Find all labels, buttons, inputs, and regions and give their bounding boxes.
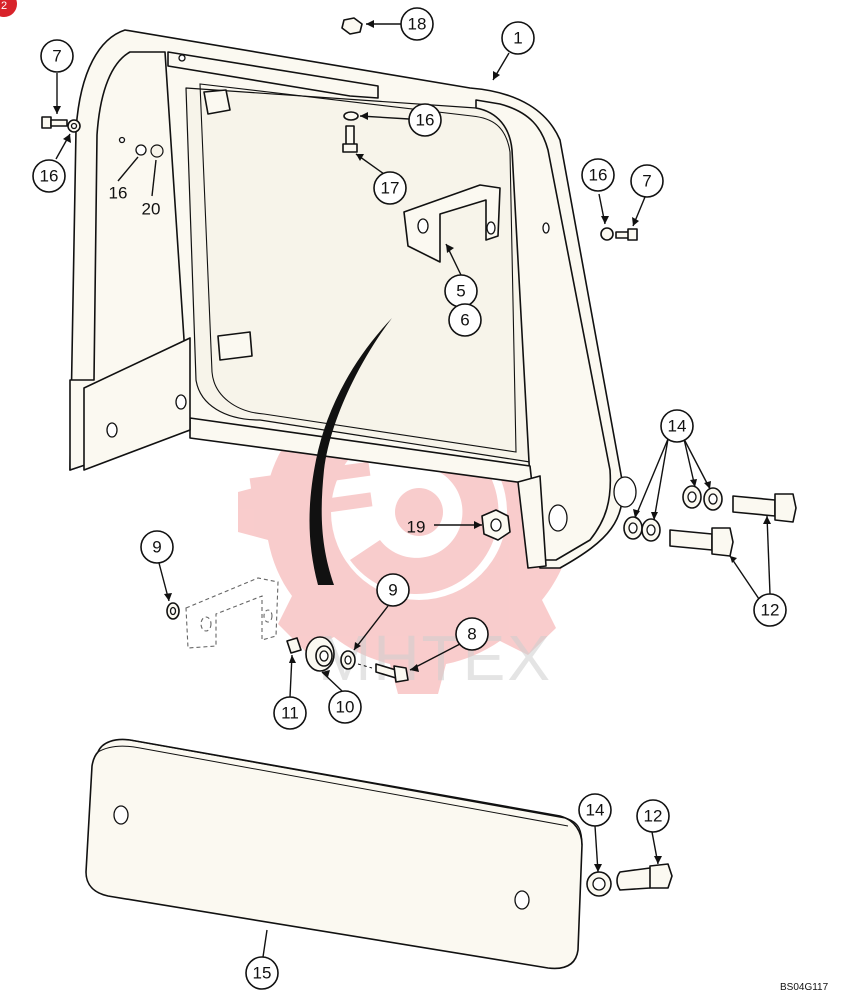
svg-text:14: 14 [668,417,687,436]
callout-1: 1 [501,21,535,55]
callout-7-right: 7 [630,164,664,198]
svg-text:16: 16 [416,111,435,130]
callout-11: 11 [273,696,307,730]
svg-text:12: 12 [644,807,663,826]
label-16-plain: 16 [109,184,128,203]
svg-text:7: 7 [642,172,651,191]
callout-5: 5 [444,274,478,308]
callout-6: 6 [448,303,482,337]
svg-text:5: 5 [456,282,465,301]
svg-text:11: 11 [281,704,299,723]
svg-text:16: 16 [589,166,608,185]
callout-16-left: 16 [32,159,66,193]
svg-text:7: 7 [52,47,61,66]
svg-text:14: 14 [586,801,605,820]
callout-16-right: 16 [581,158,615,192]
svg-text:8: 8 [467,625,476,644]
label-20-plain: 20 [142,200,161,219]
corner-badge: 2 [0,0,17,17]
svg-text:1: 1 [513,29,522,48]
svg-text:9: 9 [152,538,161,557]
callout-17: 17 [373,171,407,205]
svg-text:9: 9 [388,581,397,600]
svg-text:16: 16 [40,167,59,186]
svg-text:6: 6 [460,311,469,330]
callout-15: 15 [245,956,279,990]
cab-frame [69,29,637,569]
hardware [41,17,797,897]
label-19-plain: 19 [407,518,426,537]
callout-12-frame: 12 [753,593,787,627]
svg-text:17: 17 [381,179,400,198]
counterweight-block [85,738,583,970]
callout-10: 10 [328,690,362,724]
ghost-bracket [185,577,279,649]
callout-9-left: 9 [140,530,174,564]
callout-14-frame: 14 [660,409,694,443]
callout-7-left: 7 [40,39,74,73]
curved-direction-arrow [309,318,392,585]
drawing-code: BS04G117 [780,982,829,993]
callout-9-right: 9 [376,573,410,607]
svg-text:18: 18 [408,15,427,34]
svg-text:15: 15 [253,964,272,983]
mounting-bracket [403,184,501,263]
callout-14-weight: 14 [578,793,612,827]
svg-text:2: 2 [1,0,7,12]
svg-text:12: 12 [761,601,780,620]
arrowheads [53,20,771,872]
callout-18: 18 [400,7,434,41]
callout-8: 8 [455,617,489,651]
callout-12-weight: 12 [636,799,670,833]
svg-text:10: 10 [336,698,355,717]
callout-16-top: 16 [408,103,442,137]
